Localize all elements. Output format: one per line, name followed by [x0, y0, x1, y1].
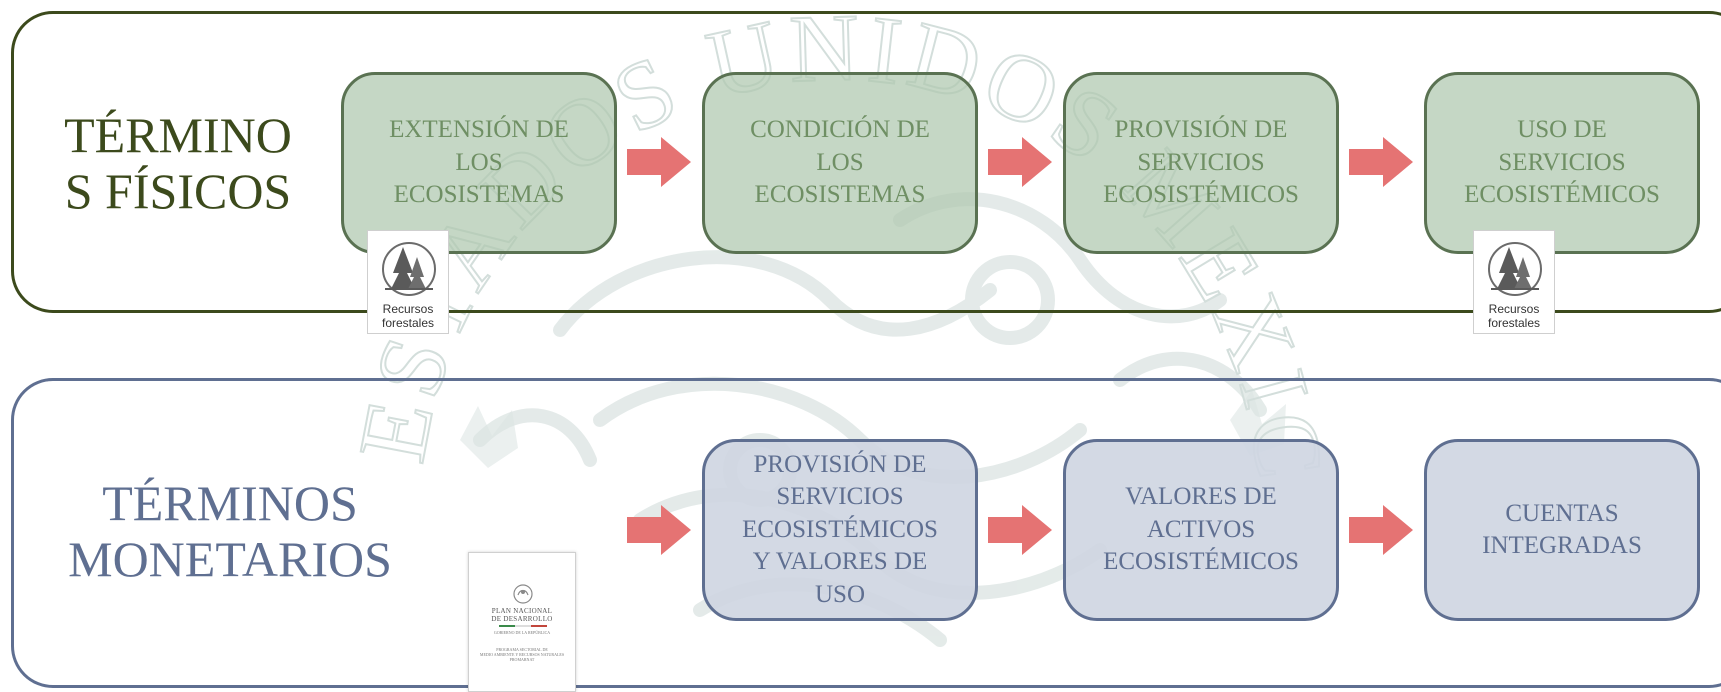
box-integrated-accounts: CUENTAS INTEGRADAS — [1424, 439, 1700, 621]
arrow-right-icon — [988, 505, 1052, 555]
physical-terms-panel — [11, 11, 1721, 313]
tricolor-bar — [499, 625, 547, 627]
arrow-right-icon — [1349, 505, 1413, 555]
box-ecosystem-condition: CONDICIÓN DE LOS ECOSISTEMAS — [702, 72, 978, 254]
document-subtitle: GOBIERNO DE LA REPÚBLICA — [493, 630, 551, 635]
monetary-terms-title: TÉRMINOS MONETARIOS — [68, 475, 392, 587]
arrow-right-icon — [627, 505, 691, 555]
forest-trees-icon — [382, 242, 436, 296]
physical-terms-title: TÉRMINO S FÍSICOS — [64, 107, 292, 219]
logo-caption: Recursos forestales — [381, 302, 435, 330]
box-services-supply-and-use-values: PROVISIÓN DE SERVICIOS ECOSISTÉMICOS Y V… — [702, 439, 978, 621]
box-ecosystem-services-supply: PROVISIÓN DE SERVICIOS ECOSISTÉMICOS — [1063, 72, 1339, 254]
arrow-right-icon — [988, 137, 1052, 187]
forest-resources-logo: Recursos forestales — [1473, 230, 1555, 334]
forest-resources-logo: Recursos forestales — [367, 230, 449, 334]
logo-caption: Recursos forestales — [1487, 302, 1541, 330]
arrow-right-icon — [627, 137, 691, 187]
national-emblem-icon — [513, 584, 533, 604]
forest-trees-icon — [1488, 242, 1542, 296]
box-ecosystem-extent: EXTENSIÓN DE LOS ECOSISTEMAS — [341, 72, 617, 254]
arrow-right-icon — [1349, 137, 1413, 187]
box-ecosystem-asset-values: VALORES DE ACTIVOS ECOSISTÉMICOS — [1063, 439, 1339, 621]
document-program: PROGRAMA SECTORIAL DE MEDIO AMBIENTE Y R… — [479, 647, 565, 662]
plan-nacional-document-thumbnail: PLAN NACIONAL DE DESARROLLO GOBIERNO DE … — [468, 552, 576, 692]
document-title: PLAN NACIONAL DE DESARROLLO — [491, 607, 553, 624]
box-ecosystem-services-use: USO DE SERVICIOS ECOSISTÉMICOS — [1424, 72, 1700, 254]
